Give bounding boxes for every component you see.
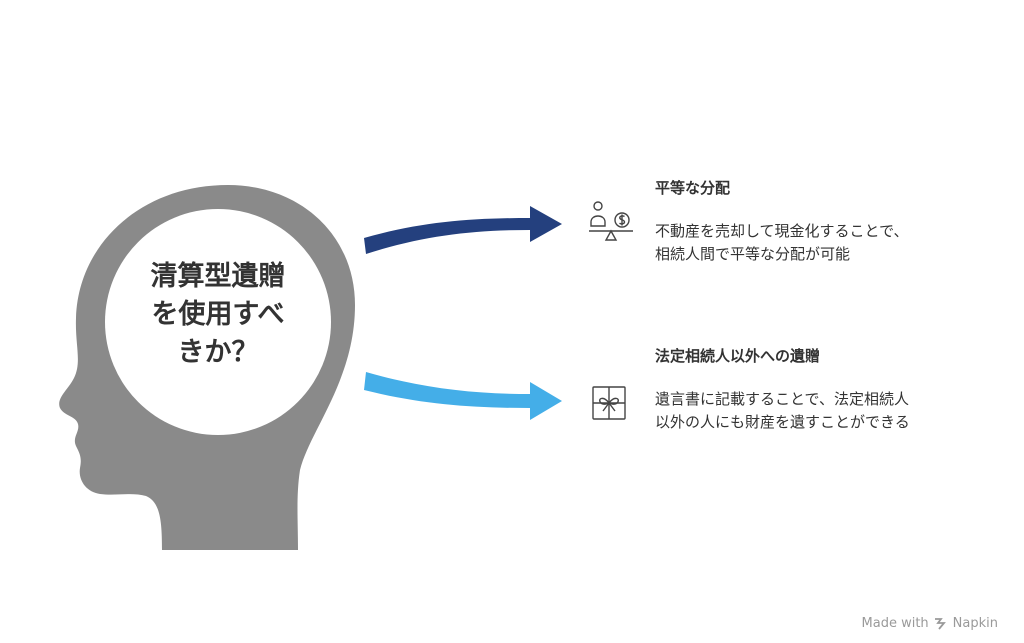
- scale-person-money-icon: [589, 201, 633, 241]
- napkin-credit[interactable]: Made with Napkin: [862, 616, 998, 631]
- option-1-desc-line-2: 相続人間で平等な分配が可能: [655, 245, 851, 263]
- napkin-brand-label: Napkin: [952, 616, 998, 631]
- arrow-to-option-1: [364, 206, 562, 254]
- option-2-title: 法定相続人以外への遺贈: [655, 347, 821, 365]
- option-1-title: 平等な分配: [655, 179, 731, 197]
- thought-circle: [105, 209, 331, 435]
- gift-box-icon: [592, 386, 626, 420]
- option-1-desc-line-1: 不動産を売却して現金化することで、: [655, 222, 909, 240]
- head-question-line-2: を使用すべ: [151, 299, 285, 330]
- option-bequest-to-non-heirs: 法定相続人以外への遺贈 遺言書に記載することで、法定相続人 以外の人にも財産を遺…: [655, 346, 995, 434]
- option-2-description: 遺言書に記載することで、法定相続人 以外の人にも財産を遺すことができる: [655, 388, 995, 434]
- option-2-desc-line-1: 遺言書に記載することで、法定相続人: [655, 390, 909, 408]
- made-with-label: Made with: [861, 616, 929, 631]
- arrow-to-option-2: [364, 372, 562, 420]
- option-1-description: 不動産を売却して現金化することで、 相続人間で平等な分配が可能: [655, 220, 995, 266]
- head-question-line-3: きか？: [177, 337, 259, 368]
- option-2-desc-line-2: 以外の人にも財産を遺すことができる: [655, 413, 910, 431]
- head-question-line-1: 清算型遺贈: [150, 261, 286, 292]
- option-equal-distribution: 平等な分配 不動産を売却して現金化することで、 相続人間で平等な分配が可能: [655, 178, 995, 266]
- napkin-logo-icon: [934, 618, 946, 630]
- head-question: 清算型遺贈 を使用すべ きか？: [118, 258, 318, 372]
